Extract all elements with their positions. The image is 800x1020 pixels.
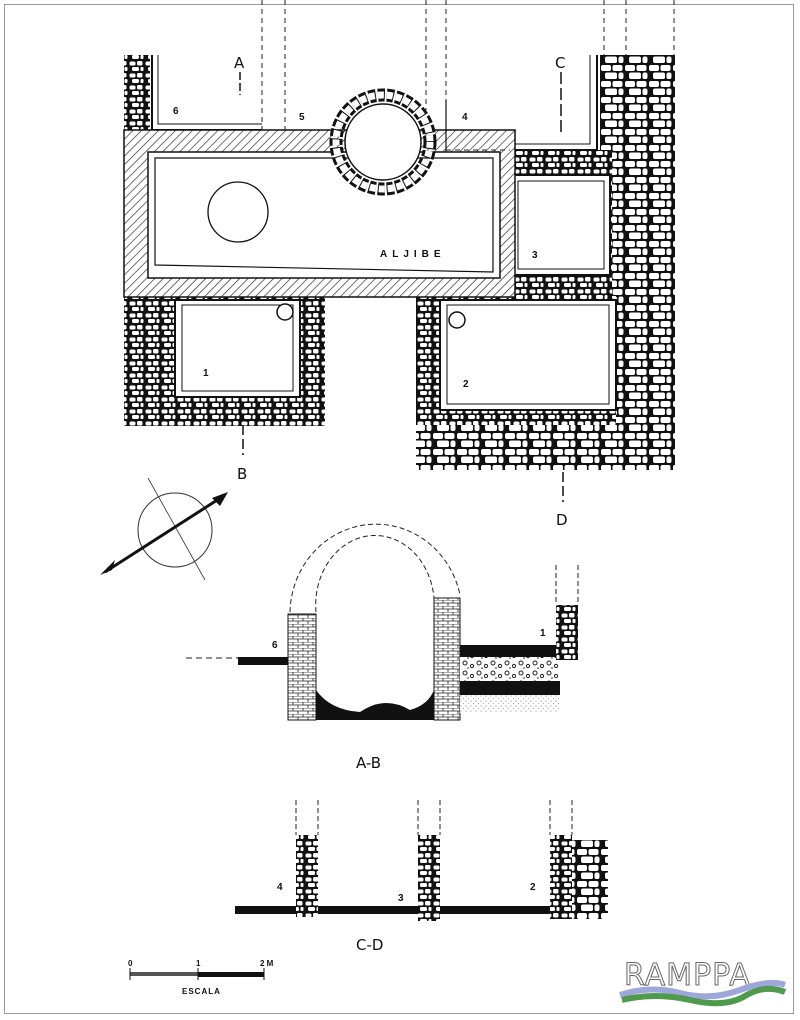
marker-a: A bbox=[234, 54, 245, 72]
section-ab: 6 1 A-B bbox=[186, 523, 579, 772]
room-label-2: 2 bbox=[463, 379, 469, 390]
scale-bar: 0 1 2 M ESCALA bbox=[128, 959, 274, 996]
north-arrow-icon bbox=[100, 477, 228, 581]
room-label-4: 4 bbox=[462, 112, 468, 123]
marker-d: D bbox=[556, 511, 568, 529]
section-cd-title: C-D bbox=[356, 936, 383, 954]
room-label-3: 3 bbox=[532, 250, 538, 261]
section-cd-label-4: 4 bbox=[277, 882, 283, 893]
scale-tick-1: 1 bbox=[196, 959, 201, 968]
wall-masonry bbox=[416, 425, 675, 470]
page-frame bbox=[4, 4, 794, 1014]
marker-b: B bbox=[237, 465, 247, 483]
room-3 bbox=[511, 174, 611, 276]
scale-tick-2: 2 M bbox=[260, 959, 274, 968]
section-ab-title: A-B bbox=[356, 754, 381, 772]
cistern-label: ALJIBE bbox=[380, 249, 446, 260]
section-ab-label-6: 6 bbox=[272, 640, 278, 651]
marker-c: C bbox=[555, 54, 565, 72]
scale-label: ESCALA bbox=[182, 987, 221, 996]
room-2 bbox=[439, 299, 617, 411]
room-6 bbox=[151, 55, 262, 131]
section-cd-label-2: 2 bbox=[530, 882, 536, 893]
scale-tick-0: 0 bbox=[128, 959, 133, 968]
room-4 bbox=[515, 55, 600, 150]
room-label-6: 6 bbox=[173, 106, 179, 117]
rampa-logo: RAMPPA bbox=[619, 958, 787, 1007]
section-cd: 4 3 2 C-D bbox=[235, 800, 608, 954]
wall-masonry bbox=[124, 55, 150, 133]
room-label-1: 1 bbox=[203, 368, 209, 379]
plan-view: A B C D ALJIBE 1 2 3 4 5 6 bbox=[123, 0, 675, 529]
section-cd-label-3: 3 bbox=[398, 893, 404, 904]
section-ab-label-1: 1 bbox=[540, 628, 546, 639]
room-label-5: 5 bbox=[299, 112, 305, 123]
